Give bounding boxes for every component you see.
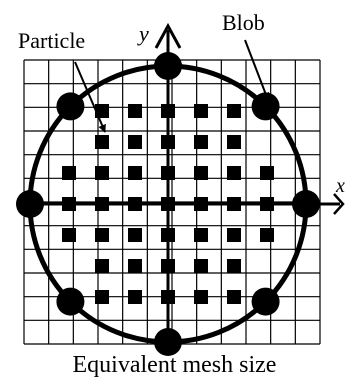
particle-marker	[62, 166, 76, 180]
blob-marker	[154, 328, 182, 356]
particle-marker	[95, 135, 109, 149]
particle-label: Particle	[18, 28, 85, 53]
particle-marker	[95, 290, 109, 304]
particle-marker	[161, 135, 175, 149]
blob-marker	[56, 287, 85, 316]
particle-marker	[194, 290, 208, 304]
particle-marker	[128, 259, 142, 273]
particle-marker	[227, 259, 241, 273]
particle-marker	[95, 197, 109, 211]
figure-caption: Equivalent mesh size	[72, 352, 277, 378]
particle-marker	[128, 135, 142, 149]
particle-marker	[161, 228, 175, 242]
particle-marker	[161, 166, 175, 180]
particle-marker	[128, 290, 142, 304]
particle-marker	[227, 228, 241, 242]
particle-marker	[161, 104, 175, 118]
blob-pointer-arrow	[244, 39, 270, 101]
particle-marker	[128, 104, 142, 118]
particle-marker	[227, 166, 241, 180]
y-axis-label: y	[137, 21, 149, 46]
particle-marker	[194, 166, 208, 180]
particle-marker	[260, 228, 274, 242]
particle-marker	[62, 197, 76, 211]
particle-marker	[227, 135, 241, 149]
particle-marker	[194, 259, 208, 273]
particle-marker	[161, 259, 175, 273]
blob-marker	[56, 92, 85, 121]
particle-marker	[260, 197, 274, 211]
particle-marker	[62, 228, 76, 242]
blob-marker	[251, 92, 280, 121]
particle-marker	[128, 197, 142, 211]
blob-marker	[251, 287, 280, 316]
particle-marker	[95, 166, 109, 180]
particle-marker	[194, 104, 208, 118]
particle-marker	[161, 197, 175, 211]
particle-marker	[260, 166, 274, 180]
particle-marker	[194, 228, 208, 242]
blob-marker	[292, 190, 320, 218]
x-axis-label: x	[335, 175, 345, 197]
particle-marker	[161, 290, 175, 304]
particle-marker	[194, 197, 208, 211]
particle-marker	[194, 135, 208, 149]
blob-marker	[16, 190, 44, 218]
particle-marker	[227, 104, 241, 118]
particle-grid	[62, 104, 274, 304]
particle-marker	[227, 290, 241, 304]
particle-pointer-arrow	[74, 61, 106, 133]
particle-marker	[95, 228, 109, 242]
blob-label: Blob	[222, 10, 265, 35]
x-axis-arrow	[333, 193, 345, 215]
particle-marker	[95, 259, 109, 273]
particle-marker	[227, 197, 241, 211]
blob-marker	[154, 52, 182, 80]
particle-marker	[128, 228, 142, 242]
blob-set	[16, 52, 320, 356]
particle-marker	[128, 166, 142, 180]
y-axis-arrow	[154, 22, 182, 49]
